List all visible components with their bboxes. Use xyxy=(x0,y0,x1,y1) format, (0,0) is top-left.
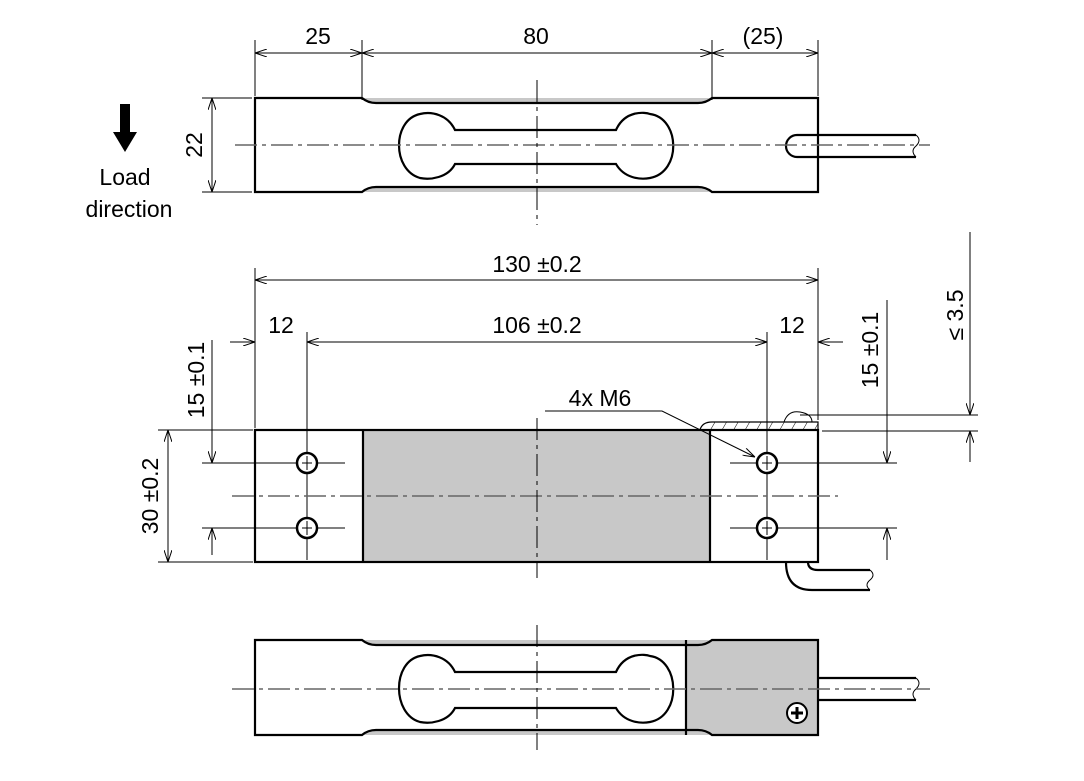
dim-left-hole-offset: 15 ±0.1 xyxy=(183,342,209,419)
dim-22: 22 xyxy=(181,132,207,158)
dim-right-hole-spacing: 15 ±0.1 xyxy=(857,312,883,389)
dim-25-ref: (25) xyxy=(743,23,784,49)
dim-80: 80 xyxy=(523,23,549,49)
dim-right-edge: 12 xyxy=(779,312,805,338)
load-label: Load xyxy=(99,164,150,190)
down-arrow-icon xyxy=(113,104,137,152)
dim-max-height: ≤ 3.5 xyxy=(942,290,968,341)
dim-left-edge: 12 xyxy=(268,312,294,338)
dim-25: 25 xyxy=(305,23,331,49)
top-view: 25 80 (25) 22 xyxy=(181,23,930,225)
direction-label: direction xyxy=(86,196,173,222)
load-direction-indicator: Load direction xyxy=(86,104,173,222)
dim-overall-length: 130 ±0.2 xyxy=(492,251,581,277)
mounting-holes xyxy=(260,451,807,540)
dim-hole-spacing: 106 ±0.2 xyxy=(492,312,581,338)
front-view: 130 ±0.2 106 ±0.2 12 12 15 ±0.1 30 ±0.2 … xyxy=(137,232,978,592)
thread-callout: 4x M6 xyxy=(569,385,632,411)
screw-icon xyxy=(786,702,808,724)
bottom-view xyxy=(232,625,930,750)
dim-width: 30 ±0.2 xyxy=(137,458,163,535)
